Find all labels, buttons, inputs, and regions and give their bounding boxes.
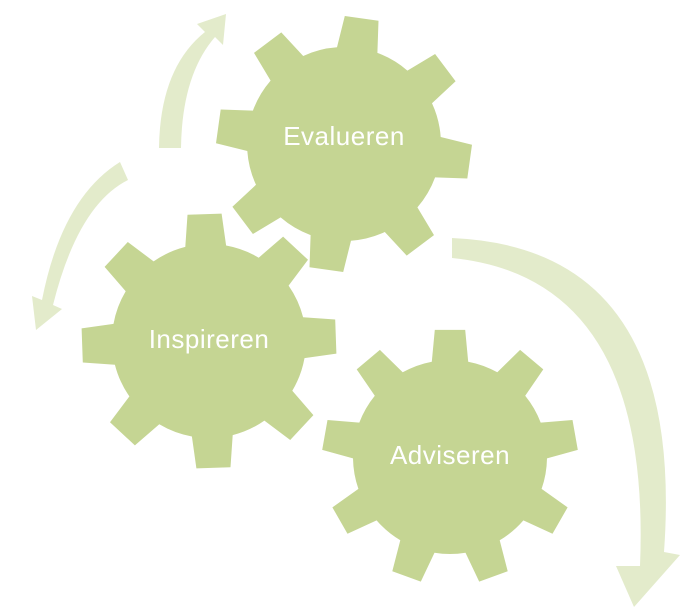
arrow-left-curved [32,162,128,330]
arrow-right-arc [452,238,680,607]
gear-adviseren-shape [322,329,578,582]
arrow-up-curved [159,14,226,148]
cycle-arrows [32,14,680,607]
gear-evalueren: Evalueren [216,16,472,272]
gear-inspireren-label: Inspireren [149,324,270,354]
gear-evalueren-shape [216,16,472,272]
gear-adviseren-label: Adviseren [390,440,510,470]
gear-evalueren-label: Evalueren [283,121,405,151]
gear-inspireren: Inspireren [81,213,337,469]
gear-inspireren-shape [81,213,337,469]
gear-adviseren: Adviseren [322,329,578,582]
